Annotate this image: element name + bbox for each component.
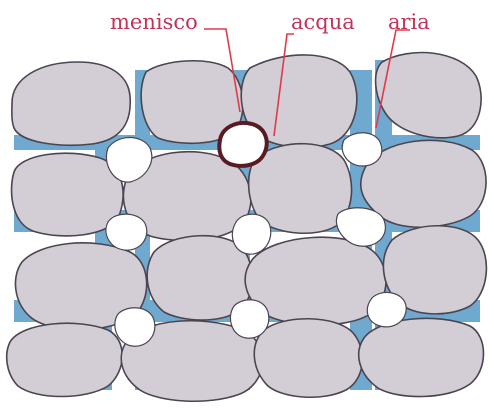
soil-grain — [254, 319, 362, 398]
air-pocket — [230, 300, 268, 338]
air-pocket — [232, 214, 270, 254]
air-pocket — [115, 308, 155, 346]
soil-grain — [12, 62, 130, 145]
air-pocket — [106, 214, 147, 250]
acqua-label: acqua — [291, 12, 355, 33]
soil-grain — [12, 153, 124, 236]
air-pocket — [367, 292, 406, 326]
soil-grain — [7, 323, 123, 396]
menisco-label: menisco — [110, 12, 198, 33]
meniscus-pore — [219, 123, 266, 166]
soil-grain — [359, 318, 484, 396]
aria-label: aria — [388, 12, 430, 33]
air-pocket — [342, 133, 382, 166]
